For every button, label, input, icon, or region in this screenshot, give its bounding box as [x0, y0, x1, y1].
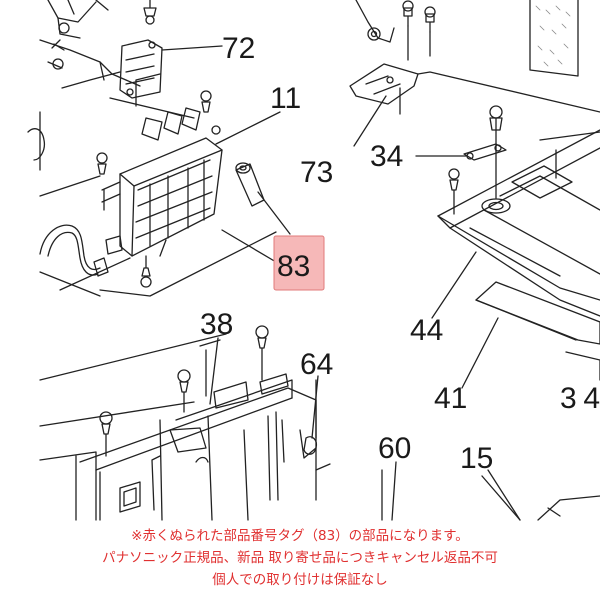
- label-64: 64: [300, 348, 333, 381]
- highlight-tag-83: [273, 235, 325, 291]
- label-11: 11: [270, 82, 301, 115]
- part-83-pin: [235, 162, 265, 207]
- label-83: 83: [277, 250, 310, 283]
- bracket-assembly: [39, 0, 163, 99]
- label-72: 72: [222, 32, 255, 65]
- notice-line-1: ※赤くぬられた部品番号タグ（83）の部品になります。: [131, 528, 469, 544]
- leader-lines: [161, 45, 521, 521]
- label-34-lower: 34: [560, 382, 600, 415]
- label-60: 60: [378, 432, 411, 465]
- notice-line-3: 個人での取り付けは保証なし: [212, 572, 388, 588]
- drain-tray: [437, 105, 600, 317]
- valve-assembly: [39, 71, 277, 297]
- front-panel: [39, 325, 331, 521]
- filter-panel: [529, 0, 579, 77]
- label-73: 73: [300, 156, 333, 189]
- label-34-upper: 34: [370, 140, 403, 173]
- label-41: 41: [434, 382, 467, 415]
- lower-right-parts: [381, 351, 600, 521]
- label-44: 44: [410, 314, 443, 347]
- notice-line-2: パナソニック正規品、新品 取り寄せ品につきキャンセル返品不可: [102, 550, 498, 566]
- hose: [27, 111, 109, 277]
- fastener-group: [349, 0, 600, 115]
- drip-plate: [475, 281, 600, 345]
- label-38: 38: [200, 308, 233, 341]
- label-15: 15: [460, 442, 493, 475]
